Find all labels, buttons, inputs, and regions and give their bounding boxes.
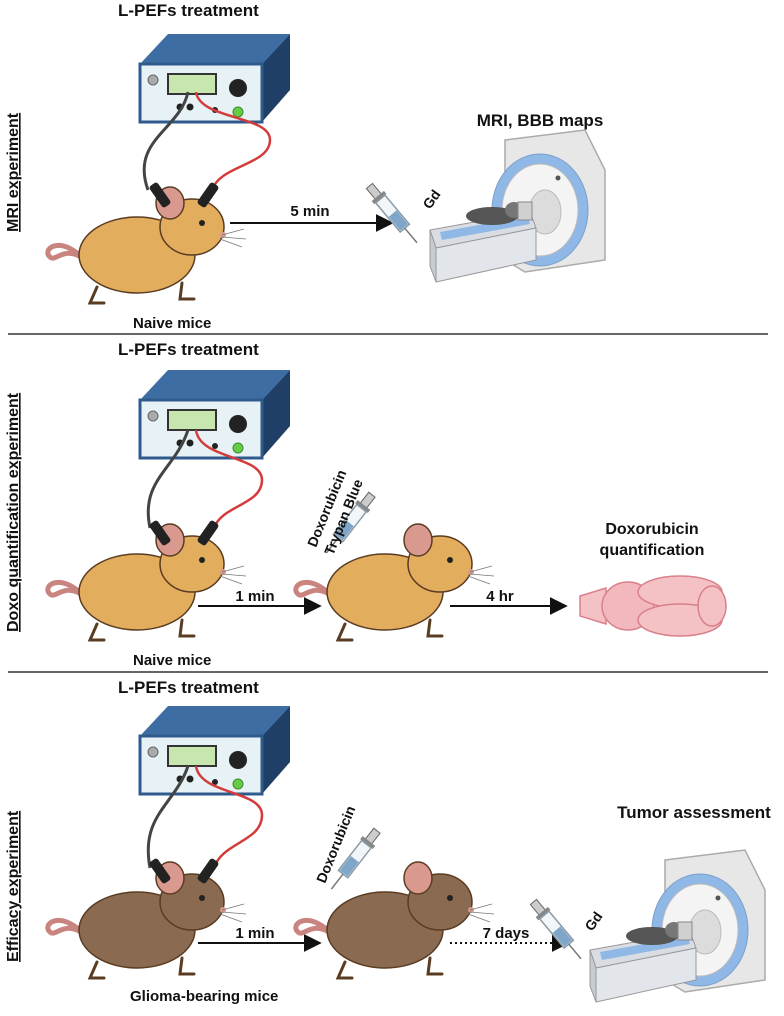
side-label-doxo: Doxo quantification experiment <box>5 392 22 632</box>
mouse-icon-glioma <box>48 862 246 978</box>
arrow-label: 1 min <box>235 588 274 605</box>
endpoint-label: MRI, BBB maps <box>477 111 604 130</box>
syringe-icon <box>526 896 588 965</box>
red-lead <box>194 765 264 869</box>
side-label-efficacy: Efficacy experiment <box>5 810 22 962</box>
mri-scanner-icon <box>429 129 606 283</box>
mri-injection-label: Gd <box>581 909 605 934</box>
pulse-generator-icon <box>138 368 292 460</box>
arrow-label: 1 min <box>235 925 274 942</box>
arrow-label: 5 min <box>290 203 329 220</box>
black-lead <box>146 429 190 529</box>
brain-icon <box>579 575 727 637</box>
side-label-mri: MRI experiment <box>5 112 22 232</box>
pulse-generator-icon <box>138 32 292 124</box>
pulse-generator-icon <box>138 704 292 796</box>
endpoint-label-line-2: quantification <box>600 542 705 559</box>
panel-mri-experiment: MRI experiment L-PEFs treatment Naive mi… <box>5 1 606 332</box>
treatment-label: L-PEFs treatment <box>118 678 259 697</box>
panel-efficacy-experiment: Efficacy experiment L-PEFs treatment Gli… <box>5 678 771 1005</box>
black-lead <box>142 91 190 191</box>
arrow-label: 7 days <box>483 925 530 942</box>
black-lead <box>146 765 190 869</box>
arrow-label: 4 hr <box>486 588 514 605</box>
panel-doxo-quantification: Doxo quantification experiment L-PEFs tr… <box>5 340 727 669</box>
mouse-icon <box>48 187 246 303</box>
mouse-label: Naive mice <box>133 315 211 332</box>
endpoint-label-line-1: Doxorubicin <box>605 521 698 538</box>
red-lead <box>194 91 272 191</box>
treatment-label: L-PEFs treatment <box>118 1 259 20</box>
mouse-icon <box>48 524 246 640</box>
mri-scanner-icon <box>589 849 766 1003</box>
injection-label: Gd <box>419 187 443 212</box>
endpoint-label: Tumor assessment <box>617 803 771 822</box>
mouse-label: Naive mice <box>133 652 211 669</box>
mouse-label: Glioma-bearing mice <box>130 988 278 1005</box>
red-lead <box>194 429 264 529</box>
treatment-label: L-PEFs treatment <box>118 340 259 359</box>
syringe-icon <box>362 180 424 249</box>
